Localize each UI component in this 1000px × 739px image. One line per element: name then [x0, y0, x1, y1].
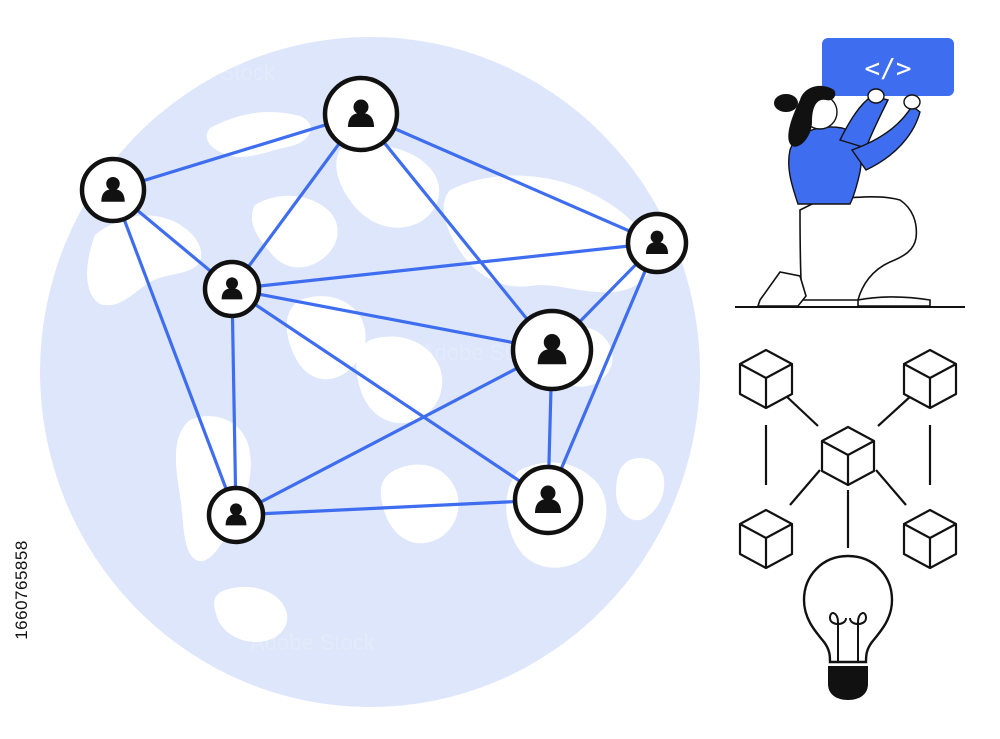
svg-text:Adobe Stock: Adobe Stock	[150, 60, 276, 85]
lightbulb-icon	[802, 554, 894, 700]
cube-icon	[738, 508, 794, 570]
code-badge	[822, 38, 954, 96]
user-node-bottom-right	[512, 464, 584, 536]
user-node-left	[79, 156, 147, 224]
network-nodes	[79, 75, 689, 545]
cube-icon	[820, 425, 876, 487]
blockchain-diagram	[738, 348, 958, 700]
blockchain-links	[764, 394, 932, 548]
user-node-top	[322, 75, 400, 153]
svg-text:Adobe Stock: Adobe Stock	[250, 630, 376, 655]
user-node-center-right	[510, 308, 594, 392]
cube-icon	[738, 348, 794, 410]
user-node-bottom-left	[206, 485, 266, 545]
developer-illustration: </>	[735, 38, 965, 308]
user-node-center-left	[202, 259, 262, 319]
world-globe: Adobe Stock Adobe Stock Adobe Stock	[40, 37, 700, 707]
cube-icon	[902, 508, 958, 570]
user-node-right	[625, 211, 689, 275]
cube-icon	[902, 348, 958, 410]
stock-id-label: 1660765858	[12, 540, 31, 640]
code-label: </>	[865, 54, 912, 84]
